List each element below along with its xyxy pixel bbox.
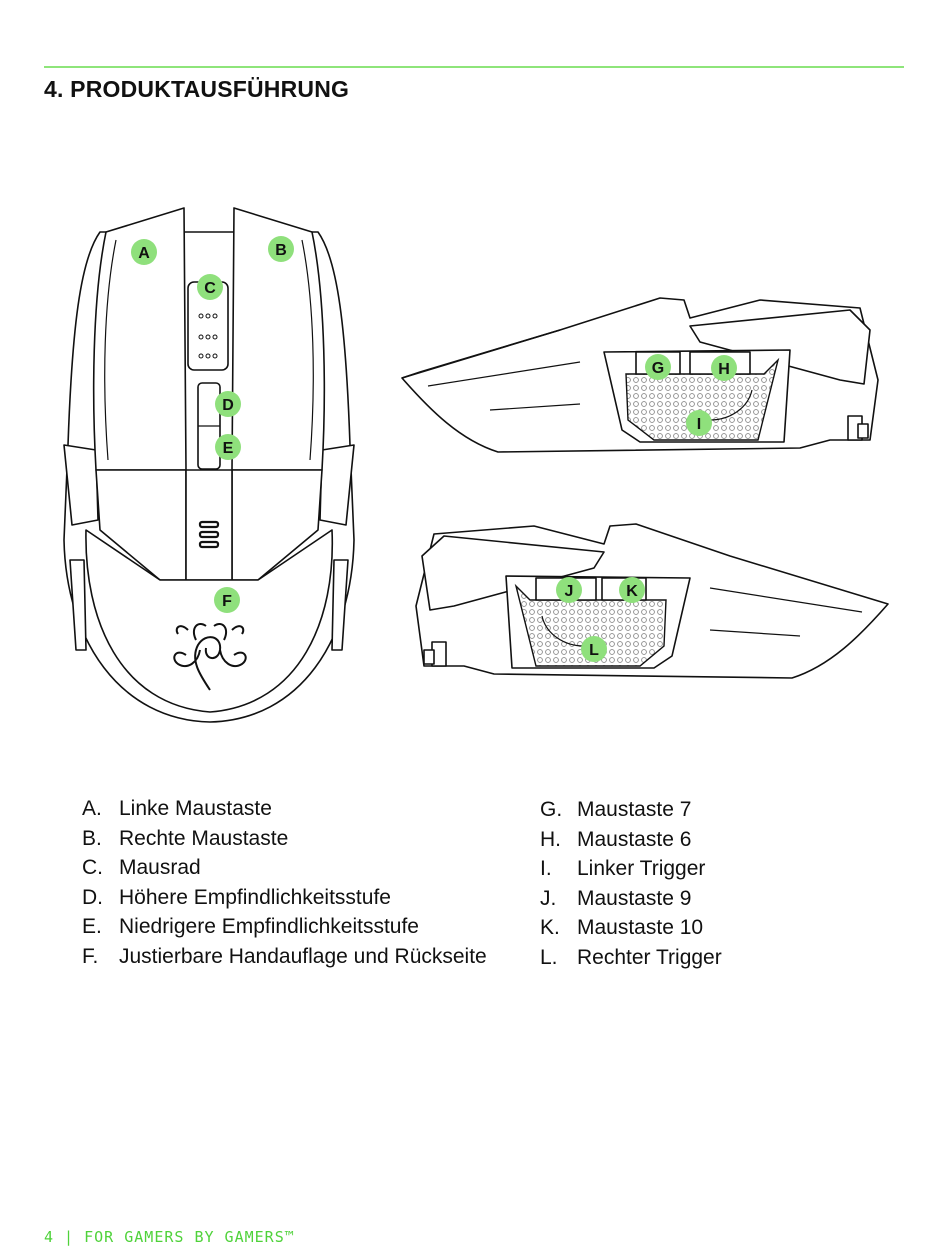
callout-l: L <box>581 636 607 662</box>
list-item: F.Justierbare Handauflage und Rückseite <box>82 944 487 968</box>
legend-left-list: A.Linke Maustaste B.Rechte Maustaste C.M… <box>82 794 487 971</box>
callout-e: E <box>215 434 241 460</box>
list-item: B.Rechte Maustaste <box>82 826 289 850</box>
callout-f: F <box>214 587 240 613</box>
svg-text:B: B <box>275 242 287 259</box>
list-item: C.Mausrad <box>82 856 201 879</box>
svg-text:H: H <box>718 361 730 378</box>
callout-g: G <box>645 354 671 380</box>
mouse-top-view <box>63 207 355 723</box>
svg-text:A: A <box>138 245 150 262</box>
razer-logo-icon <box>173 622 247 691</box>
callout-c: C <box>197 274 223 300</box>
list-item: J.Maustaste 9 <box>540 886 692 910</box>
svg-text:L: L <box>589 642 599 659</box>
svg-text:F: F <box>222 593 232 610</box>
svg-text:D: D <box>222 397 234 414</box>
svg-text:I: I <box>697 416 701 433</box>
callout-j: J <box>556 577 582 603</box>
list-item: I.Linker Trigger <box>540 857 706 880</box>
svg-text:E: E <box>223 440 234 457</box>
list-item: K.Maustaste 10 <box>540 916 704 939</box>
list-item: G.Maustaste 7 <box>540 798 692 821</box>
svg-text:J: J <box>565 583 574 600</box>
mouse-left-side-view <box>401 297 879 453</box>
list-item: D.Höhere Empfindlichkeitsstufe <box>82 885 391 909</box>
svg-text:G: G <box>652 360 664 377</box>
callout-k: K <box>619 577 645 603</box>
mouse-right-side-view <box>415 523 889 679</box>
callout-d: D <box>215 391 241 417</box>
list-item: H.Maustaste 6 <box>540 827 692 851</box>
callout-h: H <box>711 355 737 381</box>
svg-text:C: C <box>204 280 216 297</box>
callout-i: I <box>686 410 712 436</box>
svg-text:K: K <box>626 583 638 600</box>
page-title: 4. PRODUKTAUSFÜHRUNG <box>44 76 350 102</box>
page-footer: 4 | FOR GAMERS BY GAMERS™ <box>44 1228 295 1246</box>
list-item: A.Linke Maustaste <box>82 797 272 820</box>
callout-b: B <box>268 236 294 262</box>
callout-a: A <box>131 239 157 265</box>
list-item: L.Rechter Trigger <box>540 945 722 969</box>
list-item: E.Niedrigere Empfindlichkeitsstufe <box>82 915 419 938</box>
top-rule <box>44 66 904 68</box>
product-diagram: A B C D E F G H I J K L <box>63 207 889 723</box>
legend-right-list: G.Maustaste 7 H.Maustaste 6 I.Linker Tri… <box>540 795 722 972</box>
